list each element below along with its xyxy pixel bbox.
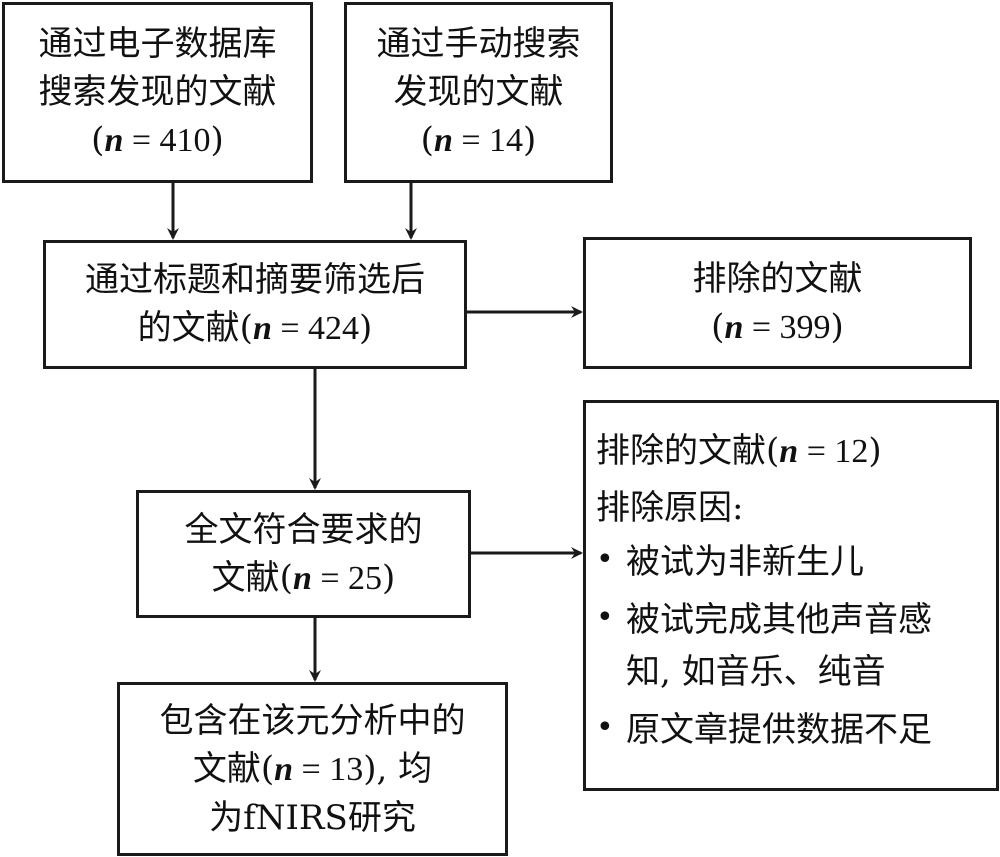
reason-text: 原文章提供数据不足 xyxy=(626,710,932,750)
n-symbol: n xyxy=(104,122,124,159)
count-value: 410 xyxy=(159,122,211,159)
equals: = xyxy=(311,559,349,597)
node-database-search: 通过电子数据库 搜索发现的文献 (n = 410) xyxy=(2,2,313,183)
node-text: ), 均 xyxy=(363,748,433,789)
n-symbol: n xyxy=(252,310,272,347)
node-text: 排除的文献( xyxy=(596,431,780,471)
reason-item: • 原文章提供数据不足 xyxy=(596,704,932,756)
node-text: 通过标题和摘要筛选后 xyxy=(85,260,425,300)
paren: ( xyxy=(711,306,725,347)
reason-item: • 被试为非新生儿 xyxy=(596,536,864,588)
count-label: (n = 399) xyxy=(711,303,844,352)
reason-item: • 被试完成其他声音感 知, 如音乐、纯音 xyxy=(596,594,932,698)
count-label: (n = 14) xyxy=(421,116,537,165)
bullet-icon: • xyxy=(596,710,614,745)
count-value: 424 xyxy=(308,310,360,347)
node-text: 为fNIRS研究 xyxy=(209,797,416,838)
node-text: 文献( xyxy=(211,557,293,598)
reason-text: 知, 如音乐、纯音 xyxy=(626,652,886,692)
equals: = xyxy=(123,122,160,159)
n-symbol: n xyxy=(292,559,312,597)
count-label: 的文献(n = 424) xyxy=(138,304,373,353)
node-text: 搜索发现的文献 xyxy=(38,72,277,112)
reason-text: 被试为非新生儿 xyxy=(626,542,864,582)
bullet-icon: • xyxy=(596,600,614,635)
paren: ) xyxy=(830,306,844,347)
node-excluded-full-text: 排除的文献(n = 12) 排除原因: • 被试为非新生儿 • 被试完成其他声音… xyxy=(583,400,999,791)
count-value: 12 xyxy=(834,433,869,470)
count-label: 排除的文献(n = 12) xyxy=(596,423,882,480)
count-value: 13 xyxy=(329,750,364,788)
node-text: 的文献( xyxy=(137,308,253,348)
paren: ) xyxy=(359,308,373,348)
equals: = xyxy=(293,750,330,788)
node-screened: 通过标题和摘要筛选后 的文献(n = 424) xyxy=(43,240,467,369)
equals: = xyxy=(798,433,835,470)
paren: ( xyxy=(91,120,105,160)
count-label: 文献(n = 13), 均 xyxy=(193,745,432,794)
reason-text: 被试完成其他声音感 xyxy=(626,600,932,640)
node-text: 通过电子数据库 xyxy=(38,24,277,64)
paren: ) xyxy=(523,120,537,160)
equals: = xyxy=(452,122,490,159)
count-label: (n = 410) xyxy=(91,116,224,165)
equals: = xyxy=(743,308,780,346)
reasons-heading: 排除原因: xyxy=(596,488,744,528)
node-full-text: 全文符合要求的 文献(n = 25) xyxy=(136,490,471,618)
node-text: 全文符合要求的 xyxy=(184,509,423,550)
n-symbol: n xyxy=(274,750,294,788)
n-symbol: n xyxy=(433,122,453,159)
n-symbol: n xyxy=(779,433,799,470)
n-symbol: n xyxy=(724,308,744,346)
node-manual-search: 通过手动搜索 发现的文献 (n = 14) xyxy=(344,2,613,183)
equals: = xyxy=(271,310,309,347)
count-label: 文献(n = 25) xyxy=(212,554,396,603)
paren: ) xyxy=(210,120,224,160)
node-text: 排除的文献 xyxy=(692,258,863,299)
node-text: 文献( xyxy=(192,748,275,789)
node-text: 发现的文献 xyxy=(393,72,564,112)
bullet-icon: • xyxy=(596,542,614,577)
paren: ) xyxy=(382,557,396,598)
count-value: 399 xyxy=(779,308,831,346)
node-text: 包含在该元分析中的 xyxy=(159,700,466,741)
paren: ( xyxy=(420,120,434,160)
count-value: 14 xyxy=(489,122,524,159)
paren: ) xyxy=(868,431,882,471)
node-included: 包含在该元分析中的 文献(n = 13), 均 为fNIRS研究 xyxy=(117,682,508,856)
count-value: 25 xyxy=(348,559,383,597)
node-text: 通过手动搜索 xyxy=(376,24,581,64)
node-excluded-screening: 排除的文献 (n = 399) xyxy=(583,237,972,369)
